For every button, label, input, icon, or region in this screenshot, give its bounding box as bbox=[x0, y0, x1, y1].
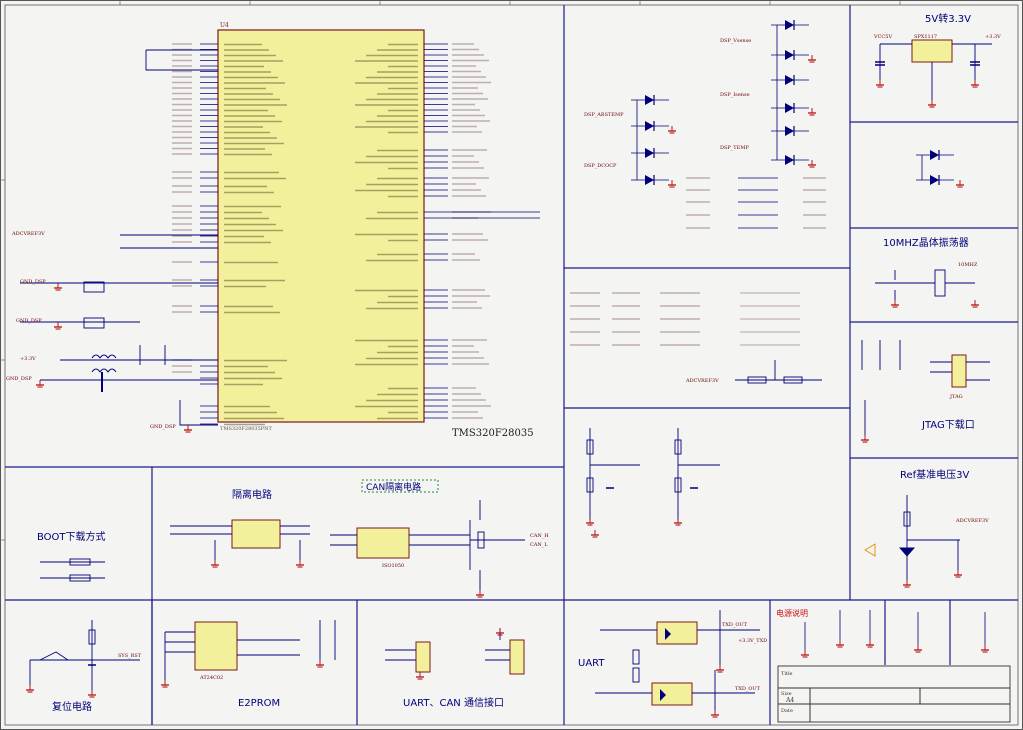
svg-text:Size: Size bbox=[781, 691, 792, 697]
svg-text:DSP_DCOCP: DSP_DCOCP bbox=[584, 163, 617, 169]
svg-text:GND_DSP: GND_DSP bbox=[6, 376, 32, 382]
left-decoupling-caps bbox=[83, 281, 166, 392]
isolation-chip bbox=[170, 519, 310, 560]
section-osc: 10MHZ晶体振荡器 bbox=[883, 236, 969, 249]
svg-text:VCC5V: VCC5V bbox=[873, 34, 892, 40]
svg-text:+3.3V: +3.3V bbox=[985, 34, 1001, 40]
svg-text:GND_DSP: GND_DSP bbox=[20, 279, 46, 285]
can-net-labels: CAN_H CAN_L bbox=[530, 533, 549, 548]
ground-symbols bbox=[26, 55, 989, 718]
svg-text:ISO1050: ISO1050 bbox=[382, 563, 404, 569]
svg-text:JTAG: JTAG bbox=[949, 394, 963, 400]
svg-text:DSP_Isense: DSP_Isense bbox=[720, 92, 750, 98]
boot-resistors bbox=[40, 558, 105, 582]
mid-signal-list bbox=[570, 292, 800, 346]
ldo-regulator: SPX1117 VCC5V +3.3V bbox=[873, 34, 1001, 100]
section-uart-can: UART、CAN 通信接口 bbox=[403, 696, 504, 709]
power-note-symbols bbox=[804, 610, 986, 650]
svg-text:ADCVREF3V: ADCVREF3V bbox=[11, 231, 45, 237]
svg-text:A4: A4 bbox=[785, 697, 794, 704]
section-dividers bbox=[5, 5, 1018, 725]
title-block: Title Size A4 Date bbox=[777, 665, 1011, 723]
left-net-labels: ADCVREF3V GND_DSP GND_DSP GND_DSP GND_DS… bbox=[6, 231, 176, 430]
vref-net: ADCVREF3V bbox=[685, 378, 719, 384]
section-jtag: JTAG下载口 bbox=[921, 419, 975, 431]
ref-circuit bbox=[864, 495, 960, 580]
svg-text:TMS320F28035PNT: TMS320F28035PNT bbox=[220, 426, 273, 432]
svg-text:TXD_OUT: TXD_OUT bbox=[722, 622, 748, 628]
svg-text:CAN_L: CAN_L bbox=[530, 542, 548, 548]
svg-text:DSP_TEMP: DSP_TEMP bbox=[720, 145, 749, 151]
svg-text:Title: Title bbox=[781, 671, 793, 677]
vref-divider bbox=[735, 360, 822, 384]
svg-text:+3.3V: +3.3V bbox=[20, 356, 36, 362]
mcu-part: U4 bbox=[220, 22, 229, 29]
power-note: 电源说明 bbox=[776, 608, 808, 618]
section-e2prom: E2PROM bbox=[238, 698, 280, 709]
section-v5-to-v33: 5V转3.3V bbox=[925, 12, 971, 25]
section-boot: BOOT下载方式 bbox=[37, 530, 106, 543]
xtal-label: 10MHZ bbox=[958, 262, 978, 268]
can-title-box bbox=[361, 479, 439, 493]
svg-text:CAN_H: CAN_H bbox=[530, 533, 549, 539]
svg-text:SPX1117: SPX1117 bbox=[914, 34, 937, 40]
mcu-left-pins bbox=[172, 43, 287, 426]
can-transceiver: ISO1050 bbox=[330, 500, 525, 590]
mcu-chip: U4 TMS320F28035PNT bbox=[217, 22, 425, 432]
section-ref: Ref基准电压3V bbox=[900, 468, 970, 481]
left-bus-wires bbox=[20, 49, 218, 426]
svg-text:DSP_ABSTEMP: DSP_ABSTEMP bbox=[584, 112, 624, 118]
svg-text:DSP_Vsense: DSP_Vsense bbox=[720, 38, 751, 44]
svg-text:GND_DSP: GND_DSP bbox=[150, 424, 176, 430]
section-can-iso: CAN隔离电路 bbox=[366, 481, 421, 493]
svg-text:GND_DSP: GND_DSP bbox=[16, 318, 42, 324]
reset-net: SYS_RST bbox=[118, 653, 142, 659]
section-isolation: 隔离电路 bbox=[232, 488, 272, 501]
svg-text:AT24C02: AT24C02 bbox=[199, 675, 223, 681]
crystal-oscillator bbox=[875, 269, 975, 300]
clamp-diodes bbox=[631, 20, 954, 185]
section-uart: UART bbox=[578, 658, 605, 669]
reset-circuit bbox=[29, 620, 140, 690]
mcu-title: TMS320F28035 bbox=[452, 428, 534, 439]
svg-text:TXD_OUT: TXD_OUT bbox=[735, 686, 761, 692]
jtag-header: JTAG bbox=[861, 340, 990, 435]
uart-optocouplers bbox=[595, 610, 760, 710]
uart-net-labels: TXD_OUT +3.3V_TXD TXD_OUT bbox=[722, 622, 767, 692]
zone-ticks bbox=[0, 0, 901, 541]
diode-net-labels: DSP_ABSTEMP DSP_DCOCP DSP_Vsense DSP_Ise… bbox=[584, 38, 751, 169]
mcu-right-pins bbox=[355, 43, 540, 420]
signal-assign-list bbox=[686, 177, 826, 229]
svg-text:Date: Date bbox=[781, 708, 793, 714]
section-reset: 复位电路 bbox=[52, 700, 92, 713]
ref-net: ADCVREF3V bbox=[955, 518, 989, 524]
svg-text:+3.3V_TXD: +3.3V_TXD bbox=[738, 638, 767, 644]
uart-can-headers bbox=[385, 628, 525, 675]
e2prom-chip: AT24C02 bbox=[164, 620, 336, 681]
sense-dividers bbox=[586, 428, 720, 520]
